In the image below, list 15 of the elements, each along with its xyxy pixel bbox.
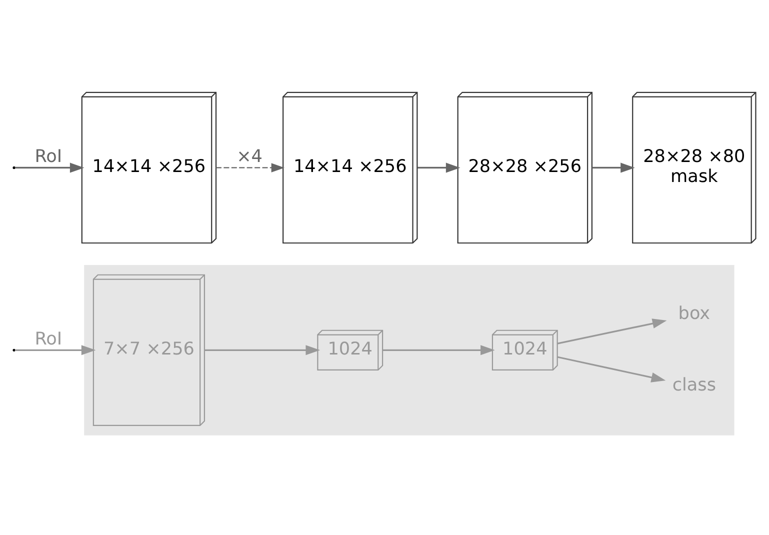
arrow xyxy=(557,356,666,382)
arrow xyxy=(382,344,495,355)
edge-label: RoI xyxy=(34,328,62,349)
arrow xyxy=(216,162,285,172)
edge-label: RoI xyxy=(34,146,62,166)
node-text: class xyxy=(672,375,716,396)
arrow xyxy=(14,344,96,355)
edge-label: ×4 xyxy=(236,146,262,166)
arrow xyxy=(592,162,635,172)
arrow xyxy=(204,344,320,355)
arrow xyxy=(14,162,84,172)
cluster xyxy=(84,264,734,435)
arrow xyxy=(557,318,667,344)
node-text: box xyxy=(678,304,710,324)
arrow xyxy=(417,162,460,172)
